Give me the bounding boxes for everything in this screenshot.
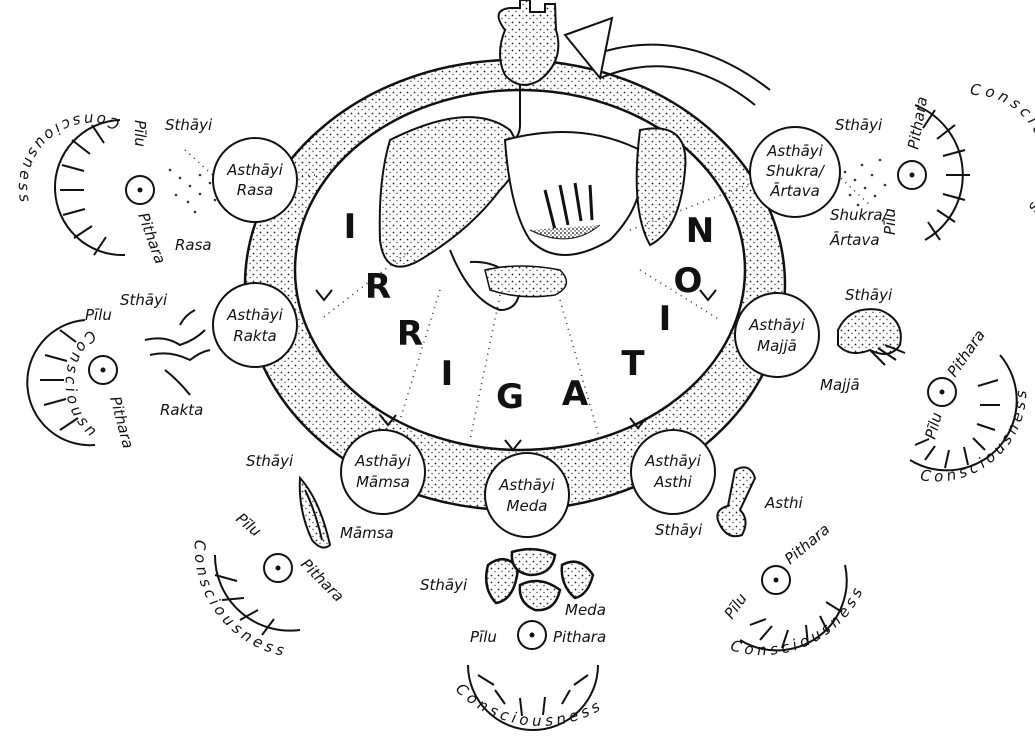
muscle-icon <box>300 478 330 548</box>
cell-majja: Pīlu Pithara Consciousness Sthāyi Majjā <box>820 286 1030 486</box>
letter-I2: I <box>441 354 454 394</box>
letter-N: N <box>686 211 714 251</box>
mamsa-pilu-label: Pīlu <box>232 509 264 540</box>
rakta-sthayi-label: Sthāyi <box>120 291 168 309</box>
node-rasa-line1: Asthāyi <box>226 161 284 179</box>
asthi-pithara-label: Pithara <box>781 520 833 568</box>
nerve-icon <box>145 310 210 395</box>
letter-R1: R <box>365 267 391 307</box>
marrow-icon <box>838 309 905 365</box>
node-mamsa: Asthāyi Māmsa <box>341 430 425 514</box>
node-shukra: Asthāyi Shukra/ Ārtava <box>750 127 840 217</box>
node-rakta-line1: Asthāyi <box>226 306 284 324</box>
cell-rasa: Pīlu Pithara Consciousness Sthāyi Rasa <box>15 110 216 266</box>
meda-pithara-label: Pithara <box>553 628 606 646</box>
mamsa-sthayi-label: Sthāyi <box>246 452 294 470</box>
shukra-dots-icon <box>844 159 887 207</box>
asthi-sthayi-label: Sthāyi <box>655 521 703 539</box>
letter-T: T <box>621 344 645 384</box>
node-majja-line2: Majjā <box>757 337 797 355</box>
node-rasa-line2: Rasa <box>237 181 274 199</box>
rasa-pilu-label: Pīlu <box>131 120 149 147</box>
meda-sthayi-label: Sthāyi <box>420 576 468 594</box>
rakta-tissue-label: Rakta <box>160 401 203 419</box>
letter-R2: R <box>397 314 423 354</box>
cell-rakta: Pīlu Pithara Consciousness Sthāyi Rakta <box>0 0 210 450</box>
rakta-consciousness-label: Consciousness <box>0 0 103 443</box>
majja-tissue-label: Majjā <box>820 376 860 394</box>
mamsa-consciousness-label: Consciousness <box>191 540 290 661</box>
majja-pithara-label: Pithara <box>944 326 989 380</box>
node-majja-line1: Asthāyi <box>748 316 806 334</box>
node-shukra-line3: Ārtava <box>769 182 820 200</box>
shukra-tissue-label: Shukra/ <box>830 206 890 224</box>
mamsa-pithara-label: Pithara <box>297 555 347 605</box>
rasa-tissue-label: Rasa <box>175 236 212 254</box>
node-shukra-line2: Shukra/ <box>766 162 826 180</box>
bone-icon <box>717 467 755 536</box>
node-rasa: Asthāyi Rasa <box>213 138 297 222</box>
meda-consciousness-label: Consciousness <box>452 680 606 730</box>
shukra-consciousness-label: Consciousness <box>970 81 1035 220</box>
node-shukra-line1: Asthāyi <box>766 142 824 160</box>
letter-A: A <box>562 374 589 414</box>
asthi-pilu-label: Pīlu <box>721 590 751 622</box>
rasa-pithara-label: Pithara <box>134 210 169 266</box>
majja-sthayi-label: Sthāyi <box>845 286 893 304</box>
node-asthi: Asthāyi Asthi <box>631 430 715 514</box>
cell-meda: Pīlu Pithara Consciousness Sthāyi Meda <box>420 549 606 730</box>
rakta-pithara-label: Pithara <box>106 394 137 450</box>
mamsa-tissue-label: Māmsa <box>340 524 394 542</box>
node-rakta-line2: Rakta <box>233 327 276 345</box>
node-asthi-line2: Asthi <box>653 473 692 491</box>
letter-O: O <box>674 261 703 301</box>
node-meda-line2: Meda <box>507 497 548 515</box>
cell-shukra: Pīlu Pithara Consciousness Sthāyi Shukra… <box>829 81 1035 249</box>
rasa-sthayi-label: Sthāyi <box>165 116 213 134</box>
node-mamsa-line1: Asthāyi <box>354 452 412 470</box>
node-meda-line1: Asthāyi <box>498 476 556 494</box>
shukra-sthayi-label: Sthāyi <box>835 116 883 134</box>
letter-I1: I <box>344 207 357 247</box>
letter-I3: I <box>659 299 672 339</box>
asthi-consciousness-label: Consciousness <box>729 582 868 660</box>
rasa-consciousness-label: Consciousness <box>15 110 122 207</box>
node-meda: Asthāyi Meda <box>485 453 569 537</box>
node-majja: Asthāyi Majjā <box>735 293 819 377</box>
node-asthi-line1: Asthāyi <box>644 452 702 470</box>
majja-pilu-label: Pīlu <box>921 410 945 441</box>
meda-tissue-label: Meda <box>565 601 606 619</box>
rakta-pilu-label: Pīlu <box>85 306 112 324</box>
node-mamsa-line2: Māmsa <box>356 473 410 491</box>
meda-pilu-label: Pīlu <box>470 628 497 646</box>
rasa-dots-icon <box>169 169 217 214</box>
letter-G: G <box>496 377 524 417</box>
asthi-tissue-label: Asthi <box>764 494 803 512</box>
shukra-tissue-label-2: Ārtava <box>829 231 880 249</box>
node-rakta: Asthāyi Rakta <box>213 283 297 367</box>
